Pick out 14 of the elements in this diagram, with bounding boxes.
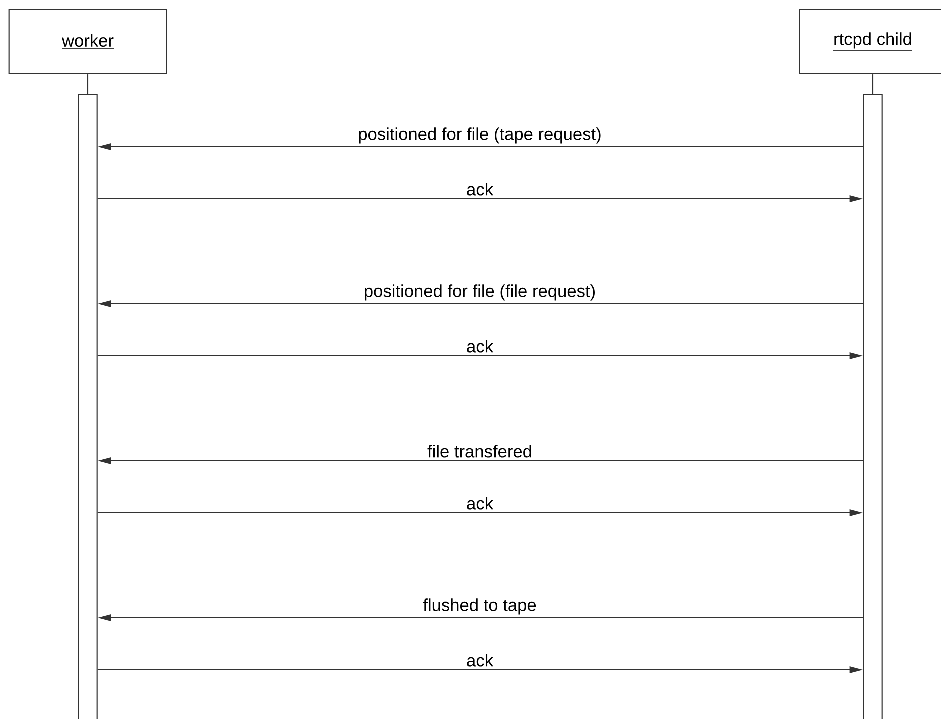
edge-label: ack <box>467 183 494 196</box>
activation-bar <box>863 94 883 719</box>
lifeline <box>87 74 89 94</box>
edge-label: positioned for file (tape request) <box>359 128 601 144</box>
edge-label: ack <box>467 340 494 353</box>
lifeline <box>872 74 874 94</box>
participant-box: worker <box>8 9 168 75</box>
edge-label: file transfered <box>428 445 532 458</box>
edge-label: ack <box>467 654 494 667</box>
activation-bar <box>78 94 98 719</box>
edge-label: flushed to tape <box>423 598 536 615</box>
participant-box: rtcpd child <box>799 9 941 75</box>
edge-label: ack <box>467 497 494 510</box>
edge-label: positioned for file (file request) <box>365 284 595 301</box>
